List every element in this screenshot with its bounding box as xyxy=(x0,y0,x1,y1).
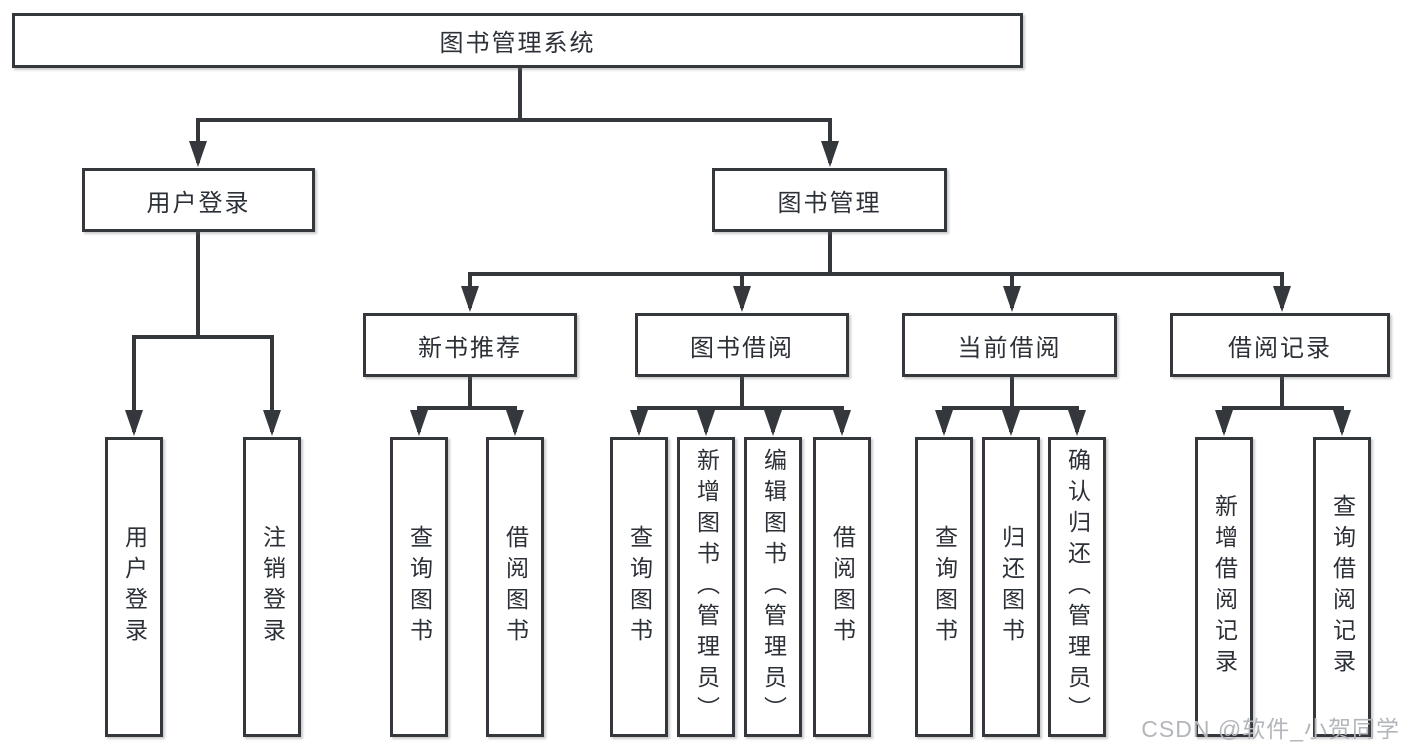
node-book-borrow: 图书借阅 xyxy=(635,313,849,377)
node-library-system: 图书管理系统 xyxy=(12,13,1023,68)
leaf-edit-book-admin: 编辑图书（管理员） xyxy=(744,437,802,737)
arrowhead xyxy=(1003,286,1021,312)
arrowhead xyxy=(764,410,782,436)
leaf-query-book-recommend: 查询图书 xyxy=(390,437,448,737)
arrowhead xyxy=(1002,410,1020,436)
leaf-user-login: 用户登录 xyxy=(105,437,163,737)
leaf-confirm-return-admin: 确认归还（管理员） xyxy=(1048,437,1106,737)
leaf-query-borrow-record: 查询借阅记录 xyxy=(1313,437,1371,737)
arrowhead xyxy=(1068,410,1086,436)
arrowhead xyxy=(461,286,479,312)
arrowhead xyxy=(263,410,281,436)
arrowhead xyxy=(125,410,143,436)
leaf-query-book-current: 查询图书 xyxy=(915,437,973,737)
connector-lines xyxy=(132,66,1344,432)
arrowhead xyxy=(1333,410,1351,436)
node-borrow-records: 借阅记录 xyxy=(1170,313,1390,377)
arrowhead xyxy=(410,410,428,436)
arrowheads xyxy=(125,141,1351,436)
arrowhead xyxy=(189,141,207,167)
leaf-borrow-book: 借阅图书 xyxy=(813,437,871,737)
arrowhead xyxy=(821,141,839,167)
node-current-borrow: 当前借阅 xyxy=(902,313,1117,377)
leaf-borrow-book-recommend: 借阅图书 xyxy=(486,437,544,737)
leaf-return-book: 归还图书 xyxy=(982,437,1040,737)
arrowhead xyxy=(630,410,648,436)
leaf-logout: 注销登录 xyxy=(243,437,301,737)
node-new-book-recommend: 新书推荐 xyxy=(363,313,577,377)
node-book-management: 图书管理 xyxy=(712,168,947,232)
arrowhead xyxy=(506,410,524,436)
arrowhead xyxy=(697,410,715,436)
arrowhead xyxy=(935,410,953,436)
leaf-query-book-borrow: 查询图书 xyxy=(610,437,668,737)
leaf-add-borrow-record: 新增借阅记录 xyxy=(1195,437,1253,737)
arrowhead xyxy=(733,286,751,312)
leaf-add-book-admin: 新增图书（管理员） xyxy=(677,437,735,737)
arrowhead xyxy=(1215,410,1233,436)
node-user-login: 用户登录 xyxy=(82,168,315,232)
watermark: CSDN @软件_小贺同学 xyxy=(1141,716,1400,742)
arrowhead xyxy=(1273,286,1291,312)
arrowhead xyxy=(833,410,851,436)
